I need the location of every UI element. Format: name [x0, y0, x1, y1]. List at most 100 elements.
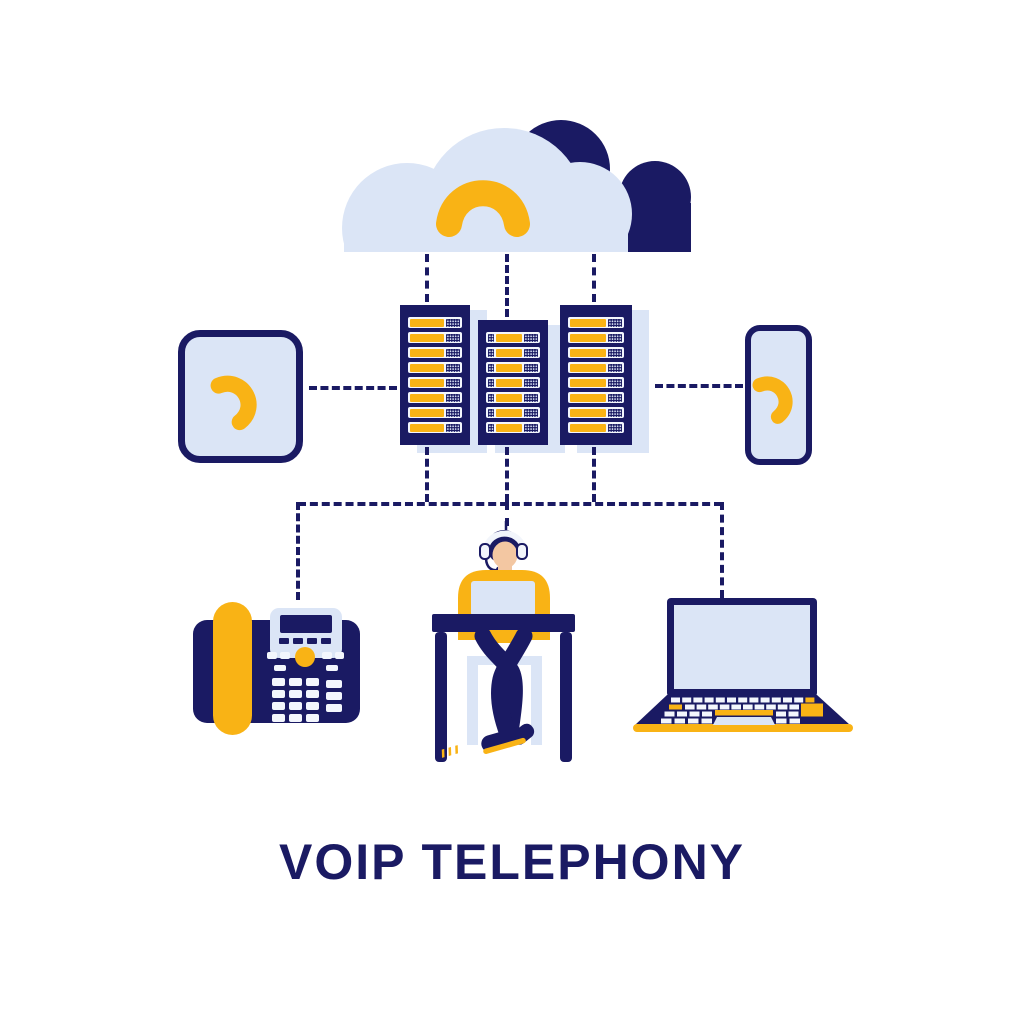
- connector-cloud-rack-middle: [505, 254, 509, 317]
- server-indicator-bar: [410, 333, 444, 342]
- vent-grille: [608, 423, 622, 432]
- laptop-trackpad: [713, 717, 775, 725]
- server-slot: [568, 422, 624, 433]
- server-indicator-bar: [410, 378, 444, 387]
- connector-tablet-rack: [309, 386, 397, 390]
- headset-earcup-right: [516, 543, 528, 560]
- server-indicator-bar: [410, 318, 444, 327]
- desk-phone-softkeys: [279, 638, 331, 644]
- desk-phone-function-keys: [326, 680, 342, 712]
- vent-grille: [488, 423, 494, 432]
- server-indicator-bar: [410, 363, 444, 372]
- vent-grille: [524, 423, 538, 432]
- vent-grille: [446, 393, 460, 402]
- server-indicator-bar: [496, 393, 522, 402]
- server-rack-middle: [478, 320, 548, 445]
- server-indicator-bar: [496, 348, 522, 357]
- vent-grille: [446, 333, 460, 342]
- vent-grille: [524, 393, 538, 402]
- connector-to-desk-phone: [296, 502, 300, 600]
- tablet: [178, 330, 303, 463]
- light-cloud-base: [344, 213, 628, 252]
- operator-laptop-lid: [471, 581, 535, 616]
- desk-phone-keypad: [272, 678, 319, 722]
- server-indicator-bar: [570, 363, 606, 372]
- server-slot: [486, 392, 540, 403]
- desk-top: [432, 614, 575, 632]
- laptop-base: [633, 724, 853, 732]
- server-slot: [568, 347, 624, 358]
- server-slot: [408, 392, 462, 403]
- server-indicator-bar: [570, 423, 606, 432]
- vent-grille: [524, 363, 538, 372]
- server-indicator-bar: [570, 318, 606, 327]
- desk-leg-left: [435, 632, 447, 762]
- server-rack-right: [560, 305, 632, 445]
- illustration-title: VOIP TELEPHONY: [278, 834, 746, 890]
- server-slot: [568, 332, 624, 343]
- server-slot: [568, 362, 624, 373]
- server-indicator-bar: [570, 408, 606, 417]
- server-indicator-bar: [570, 333, 606, 342]
- phone-handset-icon: [749, 362, 809, 428]
- server-indicator-bar: [570, 393, 606, 402]
- face: [492, 541, 518, 569]
- server-slot: [408, 362, 462, 373]
- legs: [474, 627, 533, 743]
- vent-grille: [446, 348, 460, 357]
- server-slot: [568, 317, 624, 328]
- server-slot: [408, 377, 462, 388]
- connector-to-laptop: [720, 502, 724, 598]
- server-slot: [408, 347, 462, 358]
- server-indicator-bar: [410, 423, 444, 432]
- server-indicator-bar: [496, 378, 522, 387]
- desk-phone: [193, 602, 360, 735]
- desk-phone-nav-button: [295, 647, 315, 667]
- server-slot: [486, 422, 540, 433]
- server-indicator-bar: [410, 393, 444, 402]
- server-indicator-bar: [410, 348, 444, 357]
- server-slot: [408, 422, 462, 433]
- vent-grille: [446, 363, 460, 372]
- vent-grille: [446, 423, 460, 432]
- connector-bus-horizontal: [298, 502, 722, 506]
- laptop-screen: [674, 605, 810, 689]
- headset-earcup-left: [479, 543, 491, 560]
- vent-grille: [608, 363, 622, 372]
- server-slot: [568, 377, 624, 388]
- phone-handset-icon: [206, 359, 275, 435]
- shoe-front: [441, 727, 526, 758]
- vent-grille: [608, 348, 622, 357]
- server-slot: [486, 362, 540, 373]
- desk-leg-right: [560, 632, 572, 762]
- vent-grille: [488, 393, 494, 402]
- connector-cloud-rack-right: [592, 254, 596, 302]
- vent-grille: [524, 378, 538, 387]
- desk-phone-side-keys: [267, 652, 344, 671]
- connector-rack-smartphone: [655, 384, 743, 388]
- vent-grille: [524, 408, 538, 417]
- laptop: [633, 598, 853, 732]
- desk-phone-screen: [280, 615, 332, 633]
- vent-grille: [488, 333, 494, 342]
- laptop-keys: [661, 697, 823, 724]
- operator-at-desk: [432, 521, 575, 762]
- server-slot: [486, 347, 540, 358]
- server-slot: [408, 407, 462, 418]
- vent-grille: [488, 408, 494, 417]
- vent-grille: [446, 408, 460, 417]
- vent-grille: [524, 348, 538, 357]
- connector-rack-down-left: [425, 447, 429, 502]
- vent-grille: [608, 378, 622, 387]
- connector-cloud-rack-left: [425, 254, 429, 302]
- vent-grille: [608, 408, 622, 417]
- smartphone: [745, 325, 812, 465]
- server-slot: [486, 332, 540, 343]
- server-indicator-bar: [410, 408, 444, 417]
- server-slot: [408, 317, 462, 328]
- vent-grille: [446, 378, 460, 387]
- connector-rack-down-middle: [505, 447, 509, 502]
- server-indicator-bar: [570, 378, 606, 387]
- connector-to-operator: [505, 502, 509, 526]
